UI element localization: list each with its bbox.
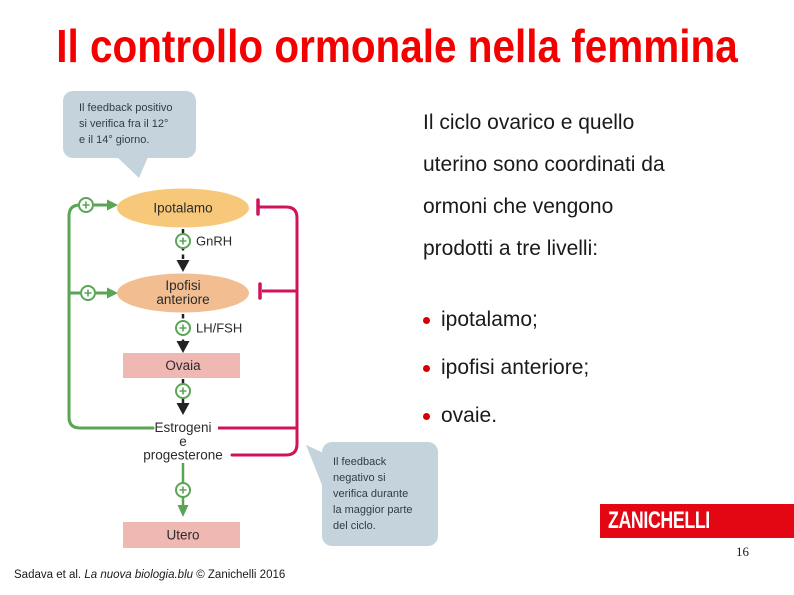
plus-badge-icon <box>175 383 191 399</box>
bullet-list: ipotalamo; ipofisi anteriore; ovaie. <box>423 296 589 440</box>
callout-line: negativo si <box>333 472 386 484</box>
label-estrogens-2: e <box>179 434 187 449</box>
callout-line: del ciclo. <box>333 520 376 532</box>
bullet-icon <box>423 364 430 372</box>
list-item: ipotalamo; <box>423 296 589 344</box>
node-uterus <box>123 522 240 548</box>
label-lhfsh: LH/FSH <box>196 321 242 336</box>
plus-badge-icon <box>80 285 96 301</box>
node-anterior-pituitary <box>117 273 249 313</box>
label-gnrh: GnRH <box>196 234 232 249</box>
label-uterus: Utero <box>166 528 199 543</box>
green-arrowhead-icon <box>107 287 118 299</box>
callout-line: e il 14° giorno. <box>79 134 150 146</box>
node-ovary <box>123 353 240 378</box>
body-text: Il ciclo ovarico e quello uterino sono c… <box>423 102 665 270</box>
list-item: ipofisi anteriore; <box>423 344 589 392</box>
zanichelli-logo: ZANICHELLI <box>600 504 794 538</box>
black-arrowhead-icon <box>176 341 190 353</box>
callout-line: si verifica fra il 12° <box>79 118 169 130</box>
citation-author: Sadava et al. <box>14 569 85 581</box>
body-text-line: Il ciclo ovarico e quello <box>423 111 635 134</box>
callout-line: verifica durante <box>333 488 409 500</box>
node-hypothalamus <box>117 188 249 228</box>
green-arrowhead-icon <box>177 505 189 517</box>
page-number: 16 <box>736 544 749 559</box>
bullet-label: ipofisi anteriore; <box>441 356 590 379</box>
bullet-label: ovaie. <box>441 404 498 427</box>
body-text-line: prodotti a tre livelli: <box>423 237 599 260</box>
inhibition-feedback-line <box>230 205 299 457</box>
callout-line: Il feedback positivo <box>79 102 173 114</box>
hormone-feedback-diagram: Ipotalamo GnRH Ipofisi anteriore LH/FSH … <box>67 188 299 548</box>
body-text-line: uterino sono coordinati da <box>423 153 665 176</box>
slide-title: Il controllo ormonale nella femmina <box>56 20 738 72</box>
label-ovary: Ovaia <box>165 358 201 373</box>
zanichelli-logo-text: ZANICHELLI <box>608 507 710 534</box>
callout-positive-feedback: Il feedback positivo si verifica fra il … <box>63 91 196 158</box>
black-arrowhead-icon <box>176 260 190 272</box>
bullet-label: ipotalamo; <box>441 308 538 331</box>
label-pituitary-2: anteriore <box>156 292 209 307</box>
plus-badge-icon <box>175 482 191 498</box>
label-estrogens-1: Estrogeni <box>154 420 211 435</box>
plus-badge-icon <box>78 197 94 213</box>
callout-line: Il feedback <box>333 456 387 468</box>
black-arrowhead-icon <box>176 403 190 415</box>
label-hypothalamus: Ipotalamo <box>153 201 212 216</box>
plus-badge-icon <box>175 233 191 249</box>
citation: Sadava et al. La nuova biologia.blu © Za… <box>14 569 285 581</box>
label-estrogens-3: progesterone <box>143 448 223 463</box>
citation-book-title: La nuova biologia.blu <box>84 569 194 581</box>
callout-line: la maggior parte <box>333 504 413 516</box>
list-item: ovaie. <box>423 392 589 440</box>
green-arrowhead-icon <box>107 199 118 211</box>
citation-publisher: © Zanichelli 2016 <box>193 569 286 581</box>
body-text-line: ormoni che vengono <box>423 195 614 218</box>
bullet-icon <box>423 412 430 420</box>
bullet-icon <box>423 316 430 324</box>
callout-negative-feedback: Il feedback negativo si verifica durante… <box>322 442 438 546</box>
plus-badge-icon <box>175 320 191 336</box>
label-pituitary-1: Ipofisi <box>165 278 200 293</box>
green-feedback-loop-line <box>67 203 155 430</box>
